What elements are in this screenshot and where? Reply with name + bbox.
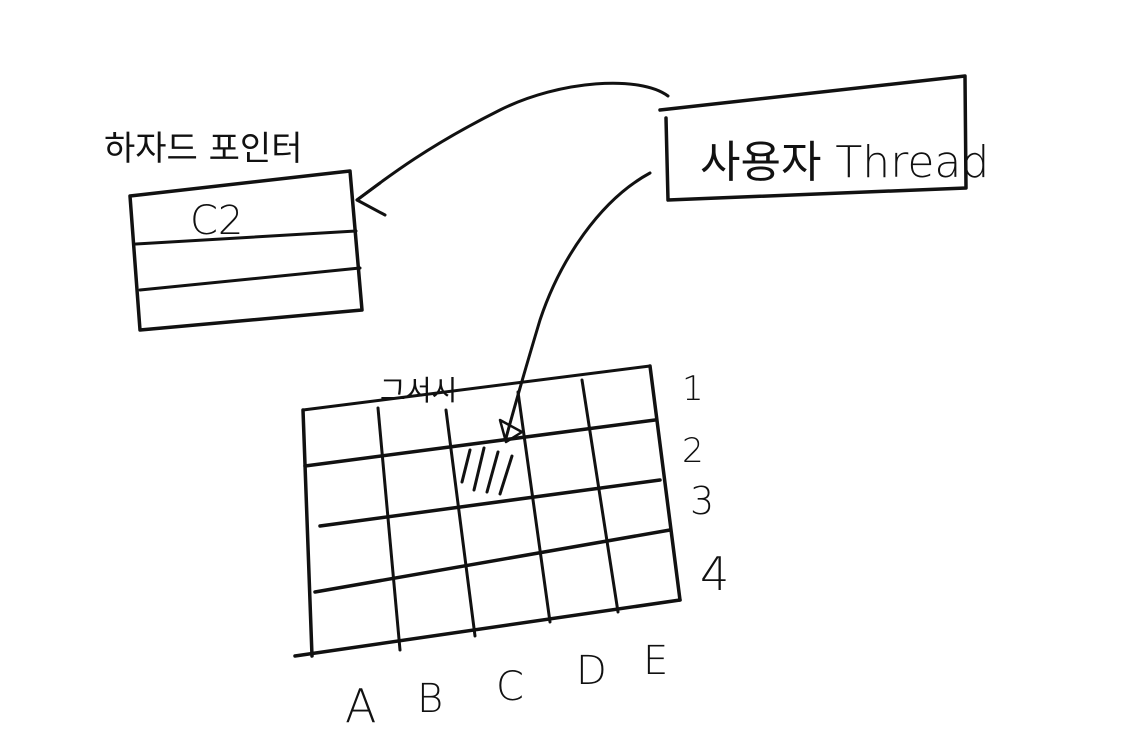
grid-row-line-2 [318,478,662,528]
grid-column-label-c: C [496,664,524,710]
grid-column-label-e: E [643,638,668,684]
grid-column-label-a: A [345,679,376,733]
grid-col-line-2 [444,408,477,638]
grid-row-label-4: 4 [700,547,729,601]
hazard-pointer-slot-1: C2 [190,198,243,244]
grid-col-line-3 [516,390,552,624]
grid-bottom-edge [293,598,682,658]
grid-right-edge [648,364,682,602]
thread-to-hazard-arrowhead [355,181,387,217]
grid-col-line-4 [580,378,620,614]
grid-left-edge [301,408,314,658]
grid-row-line-1 [303,418,657,468]
grid-top-edge [301,364,652,412]
user-thread-outline [658,74,968,202]
thread-to-hazard-curve [355,81,670,202]
thread-to-hazard-arrow [355,81,670,217]
user-thread-box: 사용자 Thread [658,74,989,202]
grid-column-label-d: D [576,648,607,694]
grid-row-line-3 [313,528,672,594]
grid: 그서시 A B C D E 1 2 3 4 [293,364,729,733]
thread-to-cell-arrow [498,171,652,444]
hazard-pointer-outline [128,169,364,332]
highlighted-cell-hatch [460,446,514,496]
hazard-pointer-divider-2 [138,266,362,292]
hazard-pointer-title: 하자드 포인터 [104,129,303,169]
grid-col-line-1 [376,406,402,652]
grid-label: 그서시 [380,374,457,407]
grid-row-label-1: 1 [682,369,704,409]
grid-row-label-3: 3 [690,479,714,523]
user-thread-label: 사용자 Thread [700,137,989,188]
grid-row-label-2: 2 [682,431,704,471]
hazard-pointer-table: 하자드 포인터 C2 [104,129,364,332]
thread-to-cell-curve [504,171,652,440]
grid-column-label-b: B [417,676,443,722]
hazard-pointer-divider-1 [134,229,358,246]
